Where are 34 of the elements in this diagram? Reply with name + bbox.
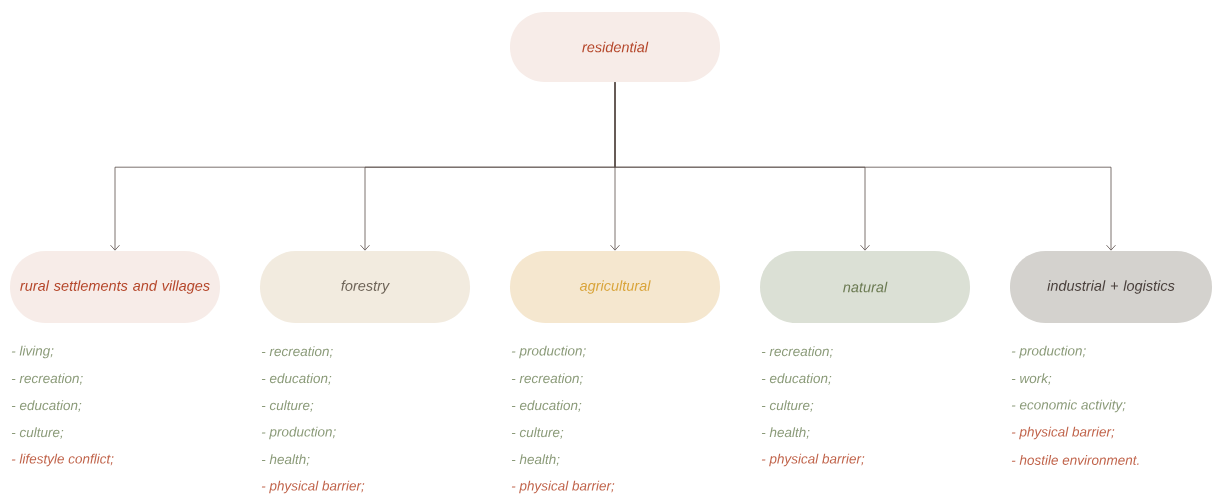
list-item: - lifestyle conflict; xyxy=(11,453,114,467)
list-item: - living; xyxy=(11,345,54,359)
list-item: - health; xyxy=(761,427,810,439)
list-item: - work; xyxy=(1011,373,1052,385)
list-item: - culture; xyxy=(761,400,814,412)
list-item: - recreation; xyxy=(761,346,833,358)
list-item: - production; xyxy=(511,345,586,359)
list-item: - education; xyxy=(511,400,582,412)
pill-box: residential xyxy=(510,12,720,82)
list-item: - physical barrier; xyxy=(1011,426,1115,440)
list-item: - education; xyxy=(761,373,832,385)
pill-box: natural xyxy=(760,251,970,323)
list-item: - culture; xyxy=(261,400,314,412)
list-item: - education; xyxy=(261,373,332,385)
pill-box: rural settlements and villages xyxy=(10,251,220,323)
list-item: - culture; xyxy=(511,427,564,439)
pill-box: industrial + logistics xyxy=(1010,251,1212,323)
list-item: - physical barrier; xyxy=(511,480,615,494)
list-item: - production; xyxy=(261,426,336,440)
list-item: - economic activity; xyxy=(1011,399,1126,413)
pill-box: forestry xyxy=(260,251,470,323)
arrow xyxy=(614,81,1116,251)
list-item: - physical barrier; xyxy=(261,480,365,494)
list-item: - hostile environment. xyxy=(1011,455,1139,465)
pill-box: agricultural xyxy=(510,251,720,323)
list-item: - health; xyxy=(261,454,310,466)
list-item: - health; xyxy=(511,454,560,466)
list-item: - recreation; xyxy=(261,346,333,358)
list-item: - recreation; xyxy=(511,373,583,385)
list-item: - physical barrier; xyxy=(761,453,865,467)
list-item: - production; xyxy=(1011,345,1086,359)
list-item: - culture; xyxy=(11,427,64,439)
list-item: - recreation; xyxy=(11,373,83,385)
list-item: - education; xyxy=(11,400,82,412)
